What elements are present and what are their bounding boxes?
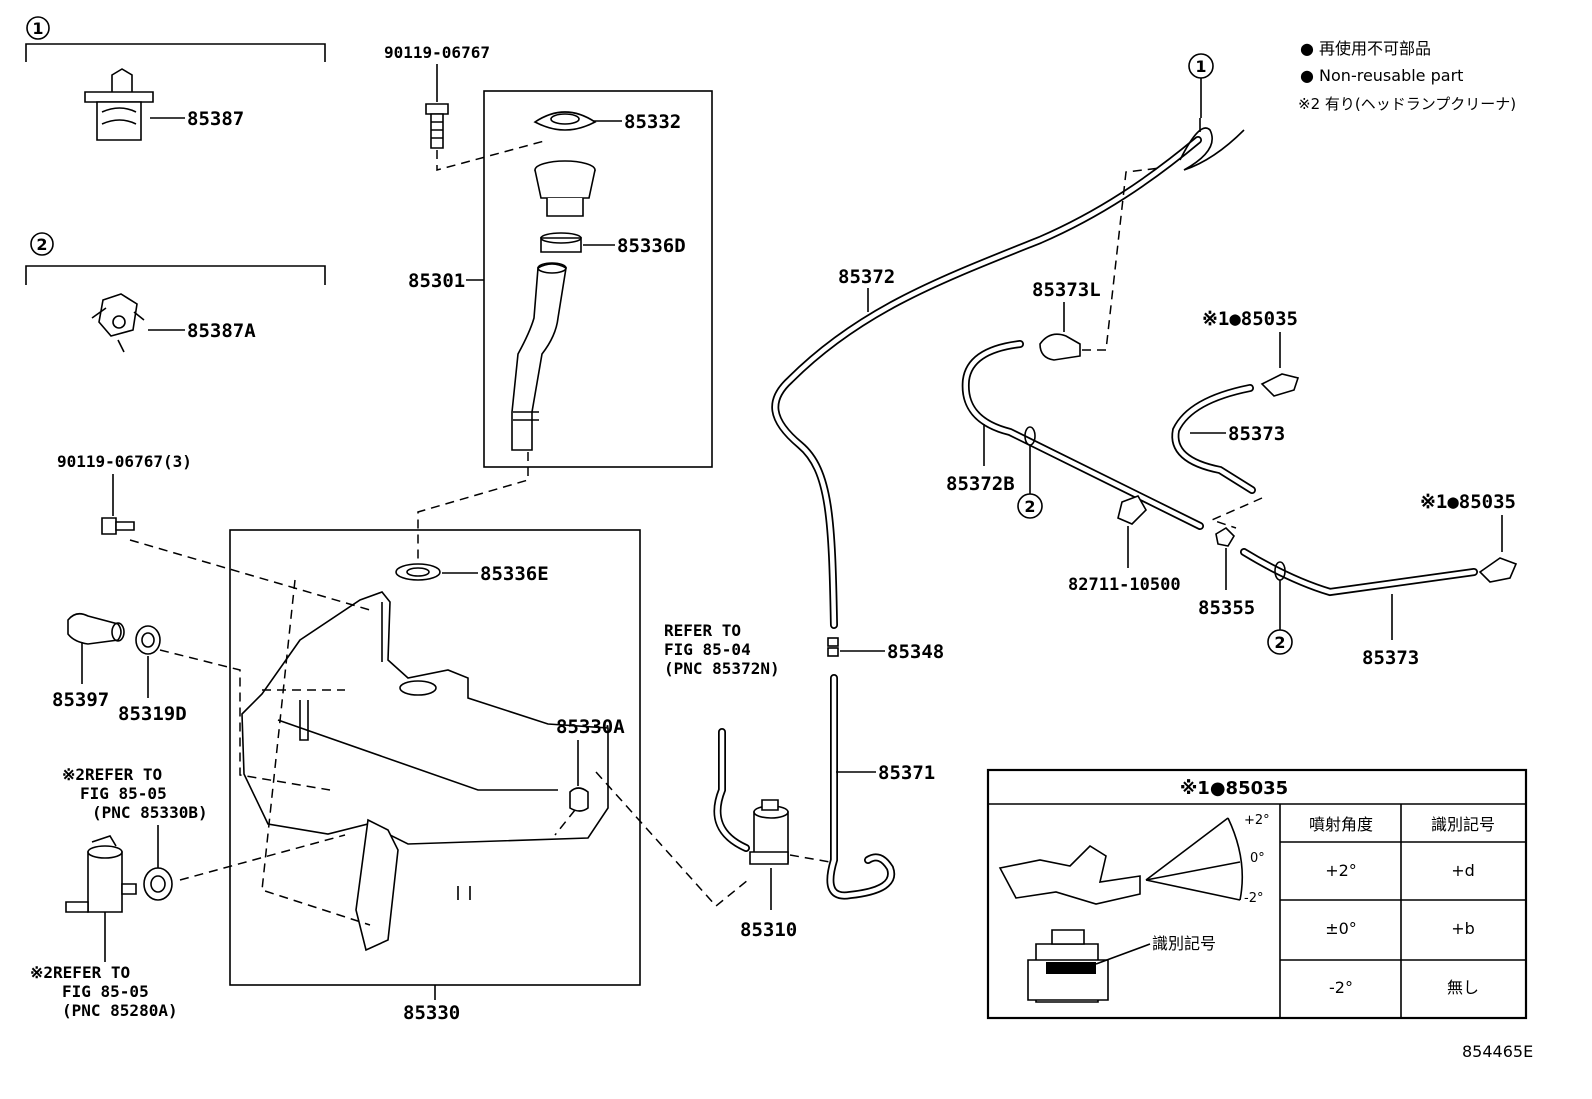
table-cell-angle-2: ±0° bbox=[1325, 919, 1357, 938]
ref-85280a-line2: FIG 85-05 bbox=[62, 982, 149, 1001]
pump-grommet-85397-drawing bbox=[67, 612, 125, 645]
label-85330a: 85330A bbox=[556, 716, 625, 738]
grommet-85330a-drawing bbox=[569, 787, 589, 812]
joint-85355-drawing bbox=[1215, 526, 1236, 547]
grommet-85319d-drawing bbox=[135, 625, 161, 655]
table-cell-angle-3: -2° bbox=[1329, 978, 1353, 997]
clip-85387a-drawing bbox=[91, 293, 145, 353]
label-85330: 85330 bbox=[403, 1002, 460, 1024]
nozzle-spray-illustration: +2° 0° -2° bbox=[998, 813, 1270, 906]
bracket-82711-drawing bbox=[1117, 495, 1147, 525]
joint-85348-drawing bbox=[827, 637, 839, 657]
label-85372b: 85372B bbox=[946, 473, 1015, 495]
id-mark-label: 識別記号 bbox=[1152, 934, 1216, 953]
figure-id: 854465E bbox=[1462, 1042, 1533, 1061]
label-85336e: 85336E bbox=[480, 563, 549, 585]
table-cell-id-3: 無し bbox=[1447, 978, 1479, 997]
filler-pipe-drawing bbox=[511, 262, 567, 451]
label-85336d: 85336D bbox=[617, 235, 686, 257]
group-2-header: 2 bbox=[25, 232, 326, 285]
bolt-90119-drawing bbox=[425, 103, 449, 149]
ring-85336d-drawing bbox=[540, 232, 582, 253]
label-85301: 85301 bbox=[408, 270, 465, 292]
table-header-angle: 噴射角度 bbox=[1309, 815, 1373, 834]
washer-pump-85310-drawing bbox=[749, 799, 789, 865]
ref-85372n-line2: FIG 85-04 bbox=[664, 640, 751, 659]
label-90119-top: 90119-06767 bbox=[384, 43, 490, 62]
ref-85280a-line3: (PNC 85280A) bbox=[62, 1001, 178, 1020]
label-85348: 85348 bbox=[887, 641, 944, 663]
callout-2-b: 2 bbox=[1274, 633, 1285, 652]
nozzle-85035-a-drawing bbox=[1260, 373, 1300, 397]
ref-85330b-line2: FIG 85-05 bbox=[80, 784, 167, 803]
bolt-90119-3-drawing bbox=[101, 517, 135, 535]
table-title: ※1●85035 bbox=[1180, 778, 1288, 799]
headlamp-pump-drawing bbox=[65, 835, 137, 913]
legend-jp: ● 再使用不可部品 bbox=[1300, 39, 1431, 58]
label-85035-a: ※1●85035 bbox=[1202, 308, 1298, 330]
filler-assembly-box bbox=[483, 90, 713, 468]
cap-85332-drawing bbox=[533, 111, 597, 131]
group-1-number: 1 bbox=[32, 19, 43, 38]
ref-85280a-line1: ※2REFER TO bbox=[30, 963, 130, 982]
nozzle-id-illustration: 識別記号 bbox=[1027, 929, 1216, 1003]
group-2-number: 2 bbox=[36, 235, 47, 254]
angle-plus2: +2° bbox=[1244, 813, 1270, 828]
label-85319d: 85319D bbox=[118, 703, 187, 725]
washer-tank-drawing bbox=[241, 591, 609, 952]
grommet-85330b-drawing bbox=[143, 867, 173, 901]
callout-1-top: 1 bbox=[1195, 57, 1206, 76]
filler-cap-drawing bbox=[534, 160, 596, 217]
ref-85372n-line3: (PNC 85372N) bbox=[664, 659, 780, 678]
connector-85373l-drawing bbox=[1039, 333, 1081, 361]
label-85310: 85310 bbox=[740, 919, 797, 941]
label-85387a: 85387A bbox=[187, 320, 256, 342]
label-85371: 85371 bbox=[878, 762, 935, 784]
ref-85330b-line1: ※2REFER TO bbox=[62, 765, 162, 784]
table-cell-angle-1: +2° bbox=[1325, 861, 1357, 880]
label-82711: 82711-10500 bbox=[1068, 575, 1181, 595]
label-85355: 85355 bbox=[1198, 597, 1255, 619]
clip-85387-drawing bbox=[84, 68, 154, 141]
ref-85372n-line1: REFER TO bbox=[664, 621, 741, 640]
angle-zero: 0° bbox=[1250, 851, 1265, 866]
legend-note2: ※2 有り(ヘッドランプクリーナ) bbox=[1298, 95, 1516, 113]
callout-2-a: 2 bbox=[1024, 497, 1035, 516]
label-85332: 85332 bbox=[624, 111, 681, 133]
label-85373l: 85373L bbox=[1032, 279, 1101, 301]
nozzle-85035-b-drawing bbox=[1478, 557, 1518, 583]
angle-minus2: -2° bbox=[1244, 891, 1263, 906]
label-85373-a: 85373 bbox=[1228, 423, 1285, 445]
label-85387: 85387 bbox=[187, 108, 244, 130]
ref-85330b-line3: (PNC 85330B) bbox=[92, 803, 208, 822]
label-85035-b: ※1●85035 bbox=[1420, 491, 1516, 513]
label-85373-b: 85373 bbox=[1362, 647, 1419, 669]
label-90119-3: 90119-06767(3) bbox=[57, 452, 192, 471]
grommet-85336e-drawing bbox=[395, 563, 441, 581]
table-header-id: 識別記号 bbox=[1431, 815, 1495, 834]
label-85372: 85372 bbox=[838, 266, 895, 288]
group-1-header: 1 bbox=[25, 16, 326, 62]
legend-en: ● Non-reusable part bbox=[1300, 66, 1463, 85]
table-cell-id-1: +d bbox=[1451, 861, 1475, 880]
nozzle-angle-table: ※1●85035 噴射角度 識別記号 +2° +d ±0° +b -2° 無し … bbox=[986, 768, 1528, 1020]
label-85397: 85397 bbox=[52, 689, 109, 711]
table-cell-id-2: +b bbox=[1451, 919, 1475, 938]
